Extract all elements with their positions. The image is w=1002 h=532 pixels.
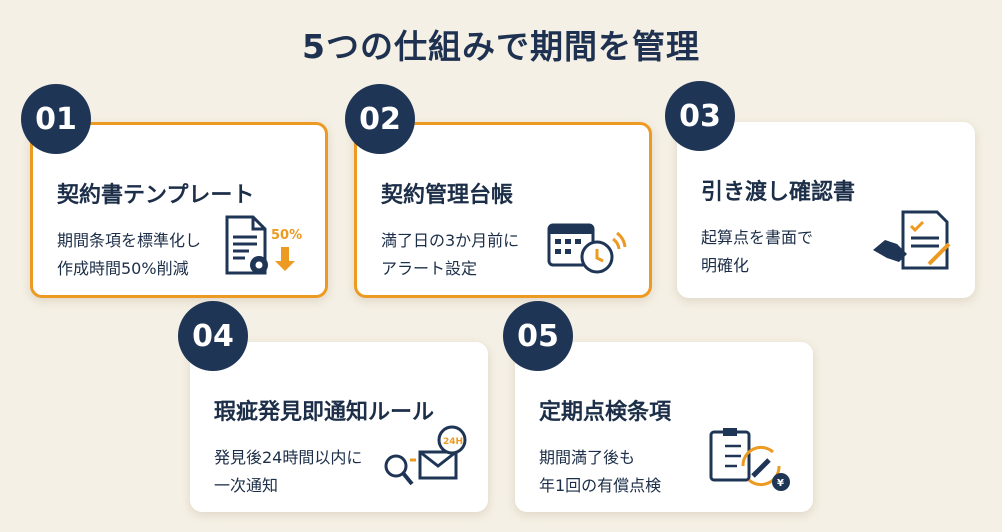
card-title: 定期点検条項 — [539, 400, 672, 425]
page-title: 5つの仕組みで期間を管理 — [302, 27, 700, 66]
card-description: 発見後24時間以内に一次通知 — [214, 448, 363, 495]
card-contract-ledger: 02 契約管理台帳 満了日の3か月前にアラート設定 — [345, 84, 652, 298]
card-defect-notification-rule: 04 瑕疵発見即通知ルール 発見後24時間以内に一次通知 24H — [178, 301, 488, 512]
card-description: 期間満了後も年1回の有償点検 — [539, 448, 662, 495]
svg-text:24H: 24H — [443, 437, 463, 447]
step-number: 04 — [178, 301, 248, 371]
card-description: 期間条項を標準化し作成時間50%削減 — [57, 231, 202, 278]
card-description: 起算点を書面で明確化 — [701, 228, 814, 275]
card-periodic-inspection: 05 定期点検条項 期間満了後も年1回の有償点検 ¥ — [503, 301, 813, 512]
step-number: 03 — [665, 81, 735, 151]
card-contract-template: 01 契約書テンプレート 期間条項を標準化し作成時間50%削減 50% — [21, 84, 328, 298]
search-mail-clock-icon: 24H — [384, 425, 467, 486]
clipboard-wrench-icon: ¥ — [709, 428, 790, 491]
handshake-document-icon — [873, 210, 951, 270]
card-description: 満了日の3か月前にアラート設定 — [381, 231, 520, 278]
card-handover-confirmation: 03 引き渡し確認書 起算点を書面で明確化 — [665, 81, 975, 298]
document-gear-icon: 50% — [225, 215, 302, 275]
card-title: 契約書テンプレート — [57, 183, 255, 208]
svg-text:50%: 50% — [271, 228, 302, 243]
card-title: 契約管理台帳 — [381, 183, 514, 208]
svg-text:¥: ¥ — [777, 478, 784, 489]
step-number: 05 — [503, 301, 573, 371]
card-title: 瑕疵発見即通知ルール — [214, 400, 435, 425]
card-title: 引き渡し確認書 — [701, 180, 856, 205]
calendar-alarm-icon — [547, 223, 627, 274]
step-number: 01 — [21, 84, 91, 154]
step-number: 02 — [345, 84, 415, 154]
